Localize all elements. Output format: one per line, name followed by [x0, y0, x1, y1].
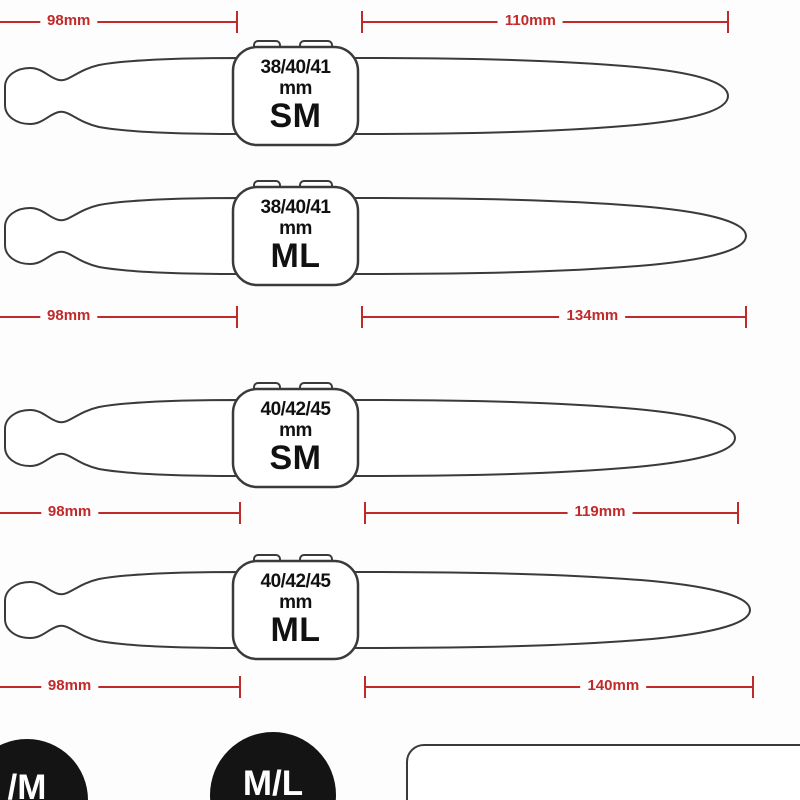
dimension-tick: [737, 502, 739, 524]
watch-case-label-3: 40/42/45 mm SM: [233, 396, 358, 480]
dimension-row-4: 98mm 140mm: [0, 672, 800, 702]
dimension-segment-right-1: 110mm: [361, 7, 729, 37]
watch-band-drawing-2: [4, 180, 748, 287]
dimension-label-right-2: 134mm: [559, 307, 626, 324]
dimension-tick: [361, 11, 363, 33]
watch-case-label-2: 38/40/41 mm ML: [233, 194, 358, 278]
watch-case-outline: [231, 185, 360, 287]
dimension-tick: [236, 11, 238, 33]
case-unit: mm: [279, 419, 312, 441]
dimension-segment-left-3: 98mm: [0, 498, 241, 528]
dimension-row-1: 98mm 110mm: [0, 7, 800, 37]
right-strap-outline: [351, 196, 748, 276]
left-strap-outline: [4, 570, 239, 650]
left-strap-outline: [4, 398, 239, 478]
dimension-row-2: 98mm 134mm: [0, 302, 800, 332]
size-badge-label: M/L: [242, 764, 304, 800]
watch-band-drawing-3: [4, 382, 737, 489]
case-size-range: 40/42/45: [260, 571, 331, 593]
size-badge-label: /M: [7, 768, 47, 800]
dimension-line: [365, 512, 738, 514]
watch-band-drawing-4: [4, 554, 752, 661]
dimension-label-right-3: 119mm: [567, 503, 633, 520]
right-strap-outline: [351, 56, 730, 136]
watch-case-outline: [231, 387, 360, 489]
size-badge-sm: /M: [0, 739, 88, 800]
case-unit: mm: [279, 591, 312, 613]
dimension-line: [365, 686, 753, 688]
case-unit: mm: [279, 217, 312, 239]
dimension-segment-left-2: 98mm: [0, 302, 238, 332]
case-size-code: SM: [269, 97, 322, 136]
left-strap-outline: [4, 196, 239, 276]
dimension-label-left-1: 98mm: [40, 12, 98, 29]
case-size-code: SM: [269, 439, 322, 478]
dimension-tick: [364, 676, 366, 698]
case-size-code: ML: [270, 611, 321, 650]
dimension-row-3: 98mm 119mm: [0, 498, 800, 528]
dimension-tick: [236, 306, 238, 328]
dimension-segment-left-4: 98mm: [0, 672, 241, 702]
dimension-tick: [361, 306, 363, 328]
watch-band-drawing-1: [4, 40, 730, 147]
dimension-segment-right-4: 140mm: [364, 672, 754, 702]
dimension-tick: [239, 502, 241, 524]
dimension-line: [0, 512, 240, 514]
dimension-label-left-2: 98mm: [40, 307, 98, 324]
dimension-tick: [727, 11, 729, 33]
dimension-label-right-1: 110mm: [497, 12, 563, 29]
dimension-label-left-3: 98mm: [40, 503, 99, 520]
case-size-range: 38/40/41: [260, 197, 331, 219]
dimension-segment-left-1: 98mm: [0, 7, 238, 37]
right-strap-outline: [351, 570, 752, 650]
dimension-segment-right-3: 119mm: [364, 498, 739, 528]
dimension-line: [0, 21, 237, 23]
case-unit: mm: [279, 77, 312, 99]
dimension-tick: [745, 306, 747, 328]
watch-case-label-1: 38/40/41 mm SM: [233, 54, 358, 138]
dimension-label-right-4: 140mm: [580, 677, 647, 694]
partial-band-outline: [406, 744, 800, 800]
watch-case-outline: [231, 45, 360, 147]
case-size-code: ML: [270, 237, 321, 276]
right-strap-outline: [351, 398, 737, 478]
dimension-tick: [364, 502, 366, 524]
dimension-label-left-4: 98mm: [40, 677, 99, 694]
dimension-line: [0, 686, 240, 688]
case-size-range: 40/42/45: [260, 399, 331, 421]
dimension-segment-right-2: 134mm: [361, 302, 747, 332]
case-size-range: 38/40/41: [260, 57, 331, 79]
dimension-tick: [752, 676, 754, 698]
left-strap-outline: [4, 56, 239, 136]
watch-case-label-4: 40/42/45 mm ML: [233, 568, 358, 652]
dimension-tick: [239, 676, 241, 698]
watch-case-outline: [231, 559, 360, 661]
dimension-line: [362, 316, 746, 318]
size-badge-ml: M/L: [210, 732, 336, 800]
dimension-line: [0, 316, 237, 318]
